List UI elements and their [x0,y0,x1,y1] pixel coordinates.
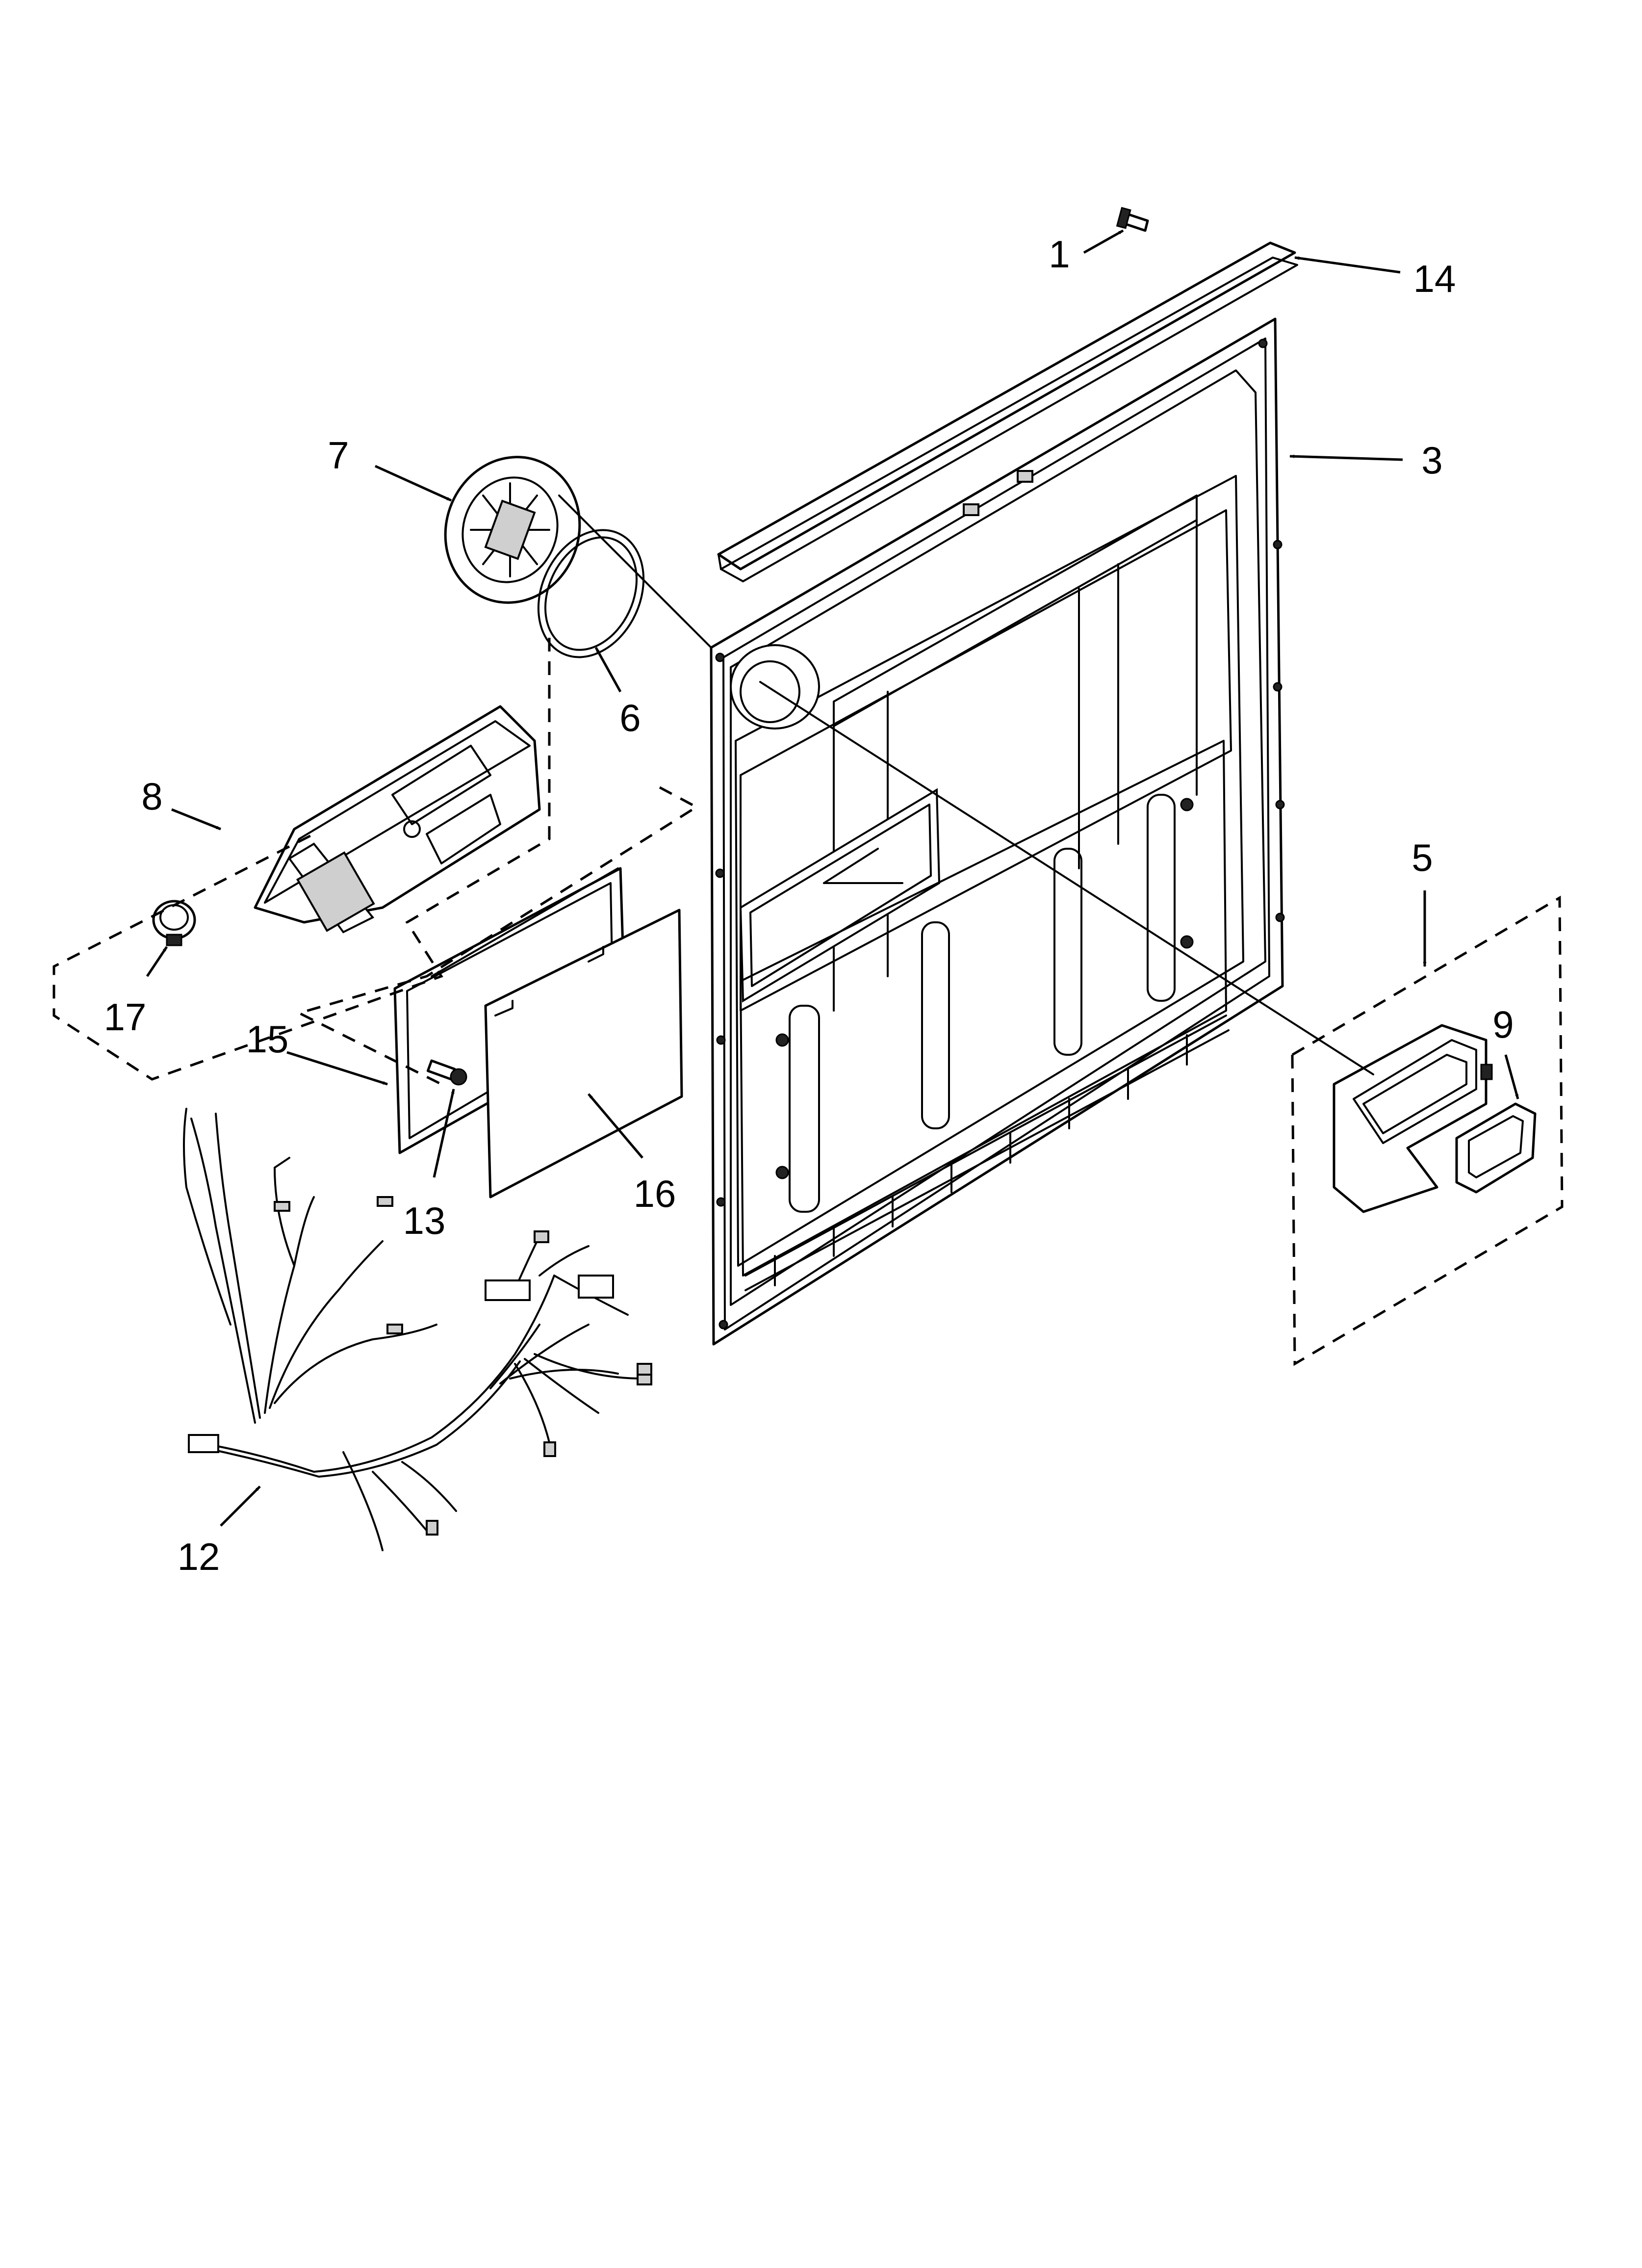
board-screw [426,1059,467,1086]
callout-14: 14 [1413,257,1456,300]
dispenser-group-outline [52,638,551,1081]
door-top-trim [717,241,1298,582]
vent [444,456,581,604]
callout-1: 1 [1049,233,1070,276]
leader-9 [1504,1054,1519,1099]
leader-17 [146,946,168,977]
insulation-panel [484,909,683,1199]
leader-7 [374,465,452,502]
callout-6: 6 [619,696,641,739]
leader-1 [1083,229,1124,254]
callout-9: 9 [1492,1003,1514,1046]
callout-7: 7 [328,434,349,477]
callout-8: 8 [141,775,162,818]
leader-14 [1294,256,1401,274]
duct-group-outline [1291,895,1564,1366]
leader-15 [286,1051,388,1086]
duct-gasket [1455,1102,1537,1194]
alignment-line-vent [558,495,712,649]
vent-gasket [537,529,645,658]
leader-3 [1289,454,1403,461]
vent-duct [1333,1024,1493,1213]
board-group-outline [296,786,699,1086]
callout-17: 17 [104,995,147,1039]
rinse-aid-cap [152,900,196,946]
leader-16 [588,1093,643,1159]
leader-12 [220,1486,261,1527]
leader-6 [594,647,622,693]
callout-3: 3 [1421,439,1442,482]
callout-5: 5 [1411,836,1433,879]
door-inner-panel [710,317,1285,1346]
leader-13 [433,1089,455,1178]
wire-harness [183,1108,652,1551]
callout-12: 12 [178,1535,220,1578]
leader-8 [171,808,221,831]
alignment-line-duct [759,681,1374,1075]
dispenser-assembly [254,705,541,934]
callout-16: 16 [634,1172,676,1215]
screw [1116,207,1149,232]
callout-13: 13 [403,1199,446,1242]
callout-15: 15 [246,1017,289,1061]
